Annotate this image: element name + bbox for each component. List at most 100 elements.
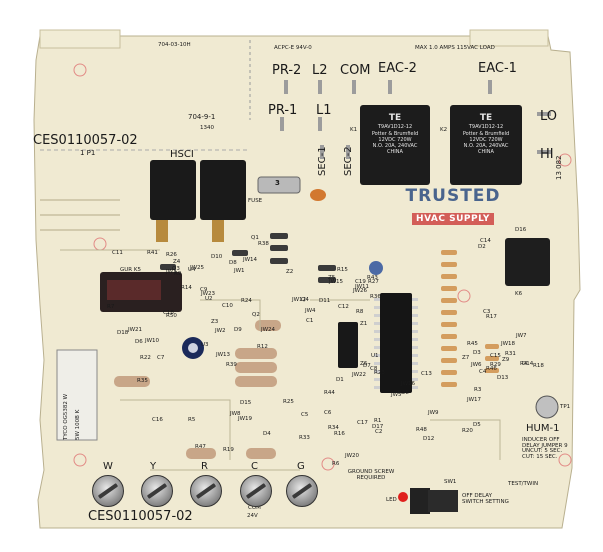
terminal-sec1-label: SEC-1 xyxy=(317,146,328,176)
ref-designator: R45 xyxy=(467,341,478,347)
spade-terminals xyxy=(280,80,551,159)
ref-designator: JW3 xyxy=(166,269,177,275)
ref-designator: R26 xyxy=(166,252,177,258)
ref-designator: U3 xyxy=(201,342,209,348)
relay-brand: TE xyxy=(479,113,493,123)
power-resistors xyxy=(114,320,281,459)
ref-designator: D1 xyxy=(336,377,344,383)
ref-designator: R46 xyxy=(486,366,497,372)
terminal-com-label: COM xyxy=(340,63,371,78)
code-4: ACPC-E 94V-0 xyxy=(274,45,312,51)
ref-designator: D14 xyxy=(522,361,534,367)
relay-model: T9AV1D12-12 xyxy=(468,124,504,131)
terminal-hi-label: HI xyxy=(540,147,554,162)
ref-designator: JW18 xyxy=(501,341,516,347)
ref-designator: C10 xyxy=(222,303,233,309)
ref-designator: R22 xyxy=(140,355,151,361)
board-pin-label: 1 P1 xyxy=(80,149,96,157)
capacitor-c10 xyxy=(310,189,326,201)
ref-designator: JW7 xyxy=(516,333,527,339)
relay-rating: N.O. 20A, 240VAC xyxy=(372,143,418,149)
ref-designator: U1 xyxy=(371,353,379,359)
ref-designator: JW24 xyxy=(261,327,276,333)
terminal-g-label: G xyxy=(297,461,305,472)
ref-designator: JW21 xyxy=(128,327,143,333)
terminal-l1-label: L1 xyxy=(316,103,332,118)
ref-designator: D12 xyxy=(423,436,435,442)
resistor-array xyxy=(441,250,499,387)
ref-designator: R9 xyxy=(174,271,182,277)
com-voltage-label: 24V xyxy=(247,513,258,519)
terminal-y-label: Y xyxy=(150,461,157,472)
ref-designator: Q3 xyxy=(172,266,180,272)
ref-designator: R24 xyxy=(241,298,252,304)
ref-designator: R39 xyxy=(226,362,237,368)
ref-designator: JW8 xyxy=(230,411,241,417)
ref-designator: D18 xyxy=(117,330,129,336)
ref-designator: JW13 xyxy=(216,352,231,358)
potentiometer xyxy=(535,395,559,419)
dip-switch-label: SW1 xyxy=(444,479,457,485)
board-tab-left xyxy=(39,29,121,49)
fuse-label: FUSE xyxy=(248,198,263,204)
ref-designator: JW25 xyxy=(190,265,205,271)
ref-designator: R43 xyxy=(367,275,378,281)
ref-designator: R18 xyxy=(533,363,544,369)
tyco-text-1: TYCO OG5382 W xyxy=(63,393,69,440)
ref-designator: C18 xyxy=(163,310,174,316)
ref-designator: C2 xyxy=(375,429,383,435)
ref-designator: JW11 xyxy=(355,284,370,290)
ref-designator: R6 xyxy=(332,461,340,467)
ref-designator: R12 xyxy=(257,344,268,350)
code-3: 1340 xyxy=(200,125,214,131)
terminal-y xyxy=(141,475,173,507)
d16-ref: D16 xyxy=(515,227,527,233)
part-number-top: CES0110057-02 xyxy=(33,133,138,148)
relay-k5-label: GUR K5 xyxy=(120,267,141,273)
ref-designator: JW4 xyxy=(305,308,316,314)
ref-designator: JW19 xyxy=(238,416,253,422)
ref-designator: R44 xyxy=(324,390,335,396)
board-tab-right xyxy=(469,29,549,47)
ref-designator: C19 xyxy=(355,279,366,285)
relay-k6-ref: K6 xyxy=(515,291,523,297)
ref-designator: C1 xyxy=(306,318,314,324)
ref-designator: D6 xyxy=(135,339,143,345)
ref-designator: D9 xyxy=(234,327,242,333)
ref-designator: Z3 xyxy=(211,319,219,325)
status-led xyxy=(398,492,408,502)
ref-designator: D7 xyxy=(363,363,371,369)
ref-designator: C6 xyxy=(324,410,332,416)
ref-designator: JW9 xyxy=(428,410,439,416)
terminal-eac1-label: EAC-1 xyxy=(478,61,517,76)
mounting-slots xyxy=(40,199,120,231)
ref-designator: R29 xyxy=(490,362,501,368)
hsci-connector-2 xyxy=(200,160,246,220)
relay-maker: Potter & Brumfield xyxy=(371,130,419,137)
terminal-w xyxy=(92,475,124,507)
code-1: 704-03-10H xyxy=(158,42,191,48)
relay-k6 xyxy=(505,238,550,286)
terminal-c-label: C xyxy=(251,461,258,472)
ref-designator: Z6 xyxy=(360,361,368,367)
relay-k2: TE T9AV1D12-12 Potter & Brumfield 12VDC … xyxy=(450,105,522,185)
ref-designator: D11 xyxy=(319,298,331,304)
off-delay-label: OFF DELAY SWITCH SETTING xyxy=(462,493,509,505)
ref-designator: U4 xyxy=(188,267,196,273)
ref-designator: D8 xyxy=(229,260,237,266)
ref-designator: R17 xyxy=(486,314,497,320)
relay-maker: Potter & Brumfield xyxy=(462,130,510,137)
ref-designator: Z4 xyxy=(173,259,181,265)
ref-designator: JW10 xyxy=(145,338,160,344)
pcb-board xyxy=(33,35,581,529)
terminal-eac2-label: EAC-2 xyxy=(378,61,417,76)
ic-u2 xyxy=(338,322,358,368)
tp1-label: TP1 xyxy=(560,404,571,410)
ref-designator: R8 xyxy=(356,309,364,315)
watermark-line2: HVAC SUPPLY xyxy=(412,213,494,225)
hsci-label: HSCI xyxy=(170,149,194,160)
diodes xyxy=(160,233,336,283)
ref-designator: R27 xyxy=(368,279,379,285)
ref-designator: R34 xyxy=(328,425,339,431)
relay-k2-label: TE T9AV1D12-12 Potter & Brumfield 12VDC … xyxy=(450,113,522,156)
